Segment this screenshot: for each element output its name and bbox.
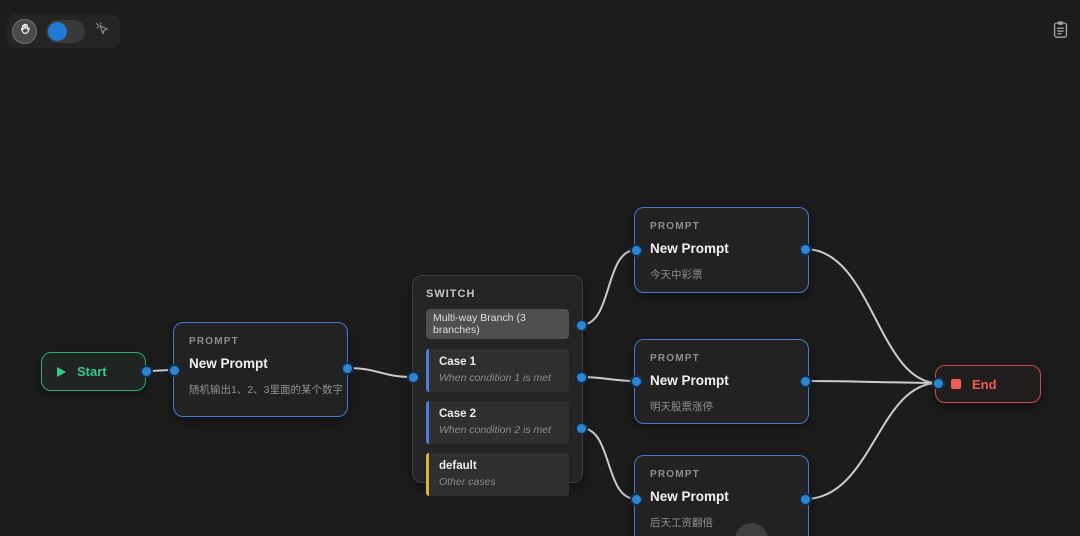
cursor-sparkles-icon: [94, 21, 110, 42]
prompt-node-top[interactable]: PROMPT New Prompt 今天中彩票: [634, 207, 809, 293]
case-title: default: [439, 460, 477, 472]
port-end-input[interactable]: [932, 377, 945, 390]
port-prompt-mid-input[interactable]: [630, 375, 643, 388]
node-title: New Prompt: [189, 356, 268, 371]
mode-toggle[interactable]: [46, 19, 85, 43]
case-subtitle: When condition 1 is met: [439, 372, 552, 384]
edge-prompt-bottom-end[interactable]: [804, 382, 939, 500]
node-title: New Prompt: [650, 241, 729, 256]
prompt-node-mid[interactable]: PROMPT New Prompt 明天股票涨停: [634, 339, 809, 424]
port-switch-case1-output[interactable]: [575, 319, 588, 332]
hand-icon: [18, 22, 32, 41]
node-title: New Prompt: [650, 373, 729, 388]
collapsed-action-circle[interactable]: [735, 523, 768, 536]
switch-case-2[interactable]: Case 2 When condition 2 is met: [426, 401, 569, 444]
end-node-label: End: [972, 376, 997, 392]
node-description: 后天工资翻倍: [650, 517, 713, 529]
port-prompt-top-input[interactable]: [630, 244, 643, 257]
case-title: Case 1: [439, 356, 477, 368]
canvas-toolbar: [7, 14, 120, 48]
node-description: 今天中彩票: [650, 269, 703, 281]
port-start-output[interactable]: [140, 365, 153, 378]
smart-cursor-button[interactable]: [94, 21, 110, 42]
edge-prompt-top-end[interactable]: [804, 248, 939, 384]
port-switch-input[interactable]: [407, 371, 420, 384]
node-type-label: PROMPT: [650, 469, 700, 480]
node-type-label: PROMPT: [189, 336, 239, 347]
stop-icon: [951, 379, 961, 389]
case-title: Case 2: [439, 408, 477, 420]
port-prompt1-input[interactable]: [168, 364, 181, 377]
case-subtitle: When condition 2 is met: [439, 424, 552, 436]
node-type-label: PROMPT: [650, 353, 700, 364]
edge-prompt-mid-end[interactable]: [804, 380, 939, 384]
node-description: 随机输出1、2、3里面的某个数字: [189, 384, 344, 396]
port-switch-default-output[interactable]: [575, 422, 588, 435]
port-prompt-bottom-output[interactable]: [799, 493, 812, 506]
port-prompt1-output[interactable]: [341, 362, 354, 375]
switch-case-1[interactable]: Case 1 When condition 1 is met: [426, 349, 569, 392]
hand-tool-button[interactable]: [12, 18, 37, 44]
node-type-label: SWITCH: [426, 288, 476, 300]
edge-switch-default-prompt-bottom[interactable]: [580, 427, 637, 500]
switch-case-default[interactable]: default Other cases: [426, 453, 569, 496]
prompt-node-1[interactable]: PROMPT New Prompt 随机输出1、2、3里面的某个数字: [173, 322, 348, 417]
play-icon: [57, 366, 66, 377]
start-node-label: Start: [77, 364, 107, 379]
switch-node[interactable]: SWITCH Multi-way Branch (3 branches) Cas…: [412, 275, 583, 496]
branch-count-badge: Multi-way Branch (3 branches): [426, 309, 569, 339]
port-prompt-bottom-input[interactable]: [630, 493, 643, 506]
clipboard-icon: [1052, 20, 1069, 44]
edge-switch-case1-prompt-top[interactable]: [580, 249, 637, 326]
case-subtitle: Other cases: [439, 476, 496, 488]
prompt-node-bottom[interactable]: PROMPT New Prompt 后天工资翻倍: [634, 455, 809, 536]
node-description: 明天股票涨停: [650, 401, 713, 413]
node-title: New Prompt: [650, 489, 729, 504]
edge-switch-case2-prompt-mid[interactable]: [580, 376, 637, 382]
edge-prompt1-switch[interactable]: [346, 367, 414, 378]
notes-button[interactable]: [1052, 20, 1069, 44]
port-prompt-top-output[interactable]: [799, 243, 812, 256]
toggle-knob: [48, 21, 67, 41]
node-type-label: PROMPT: [650, 221, 700, 232]
port-switch-case2-output[interactable]: [575, 371, 588, 384]
start-node[interactable]: Start: [41, 352, 146, 391]
end-node[interactable]: End: [935, 365, 1041, 403]
port-prompt-mid-output[interactable]: [799, 375, 812, 388]
